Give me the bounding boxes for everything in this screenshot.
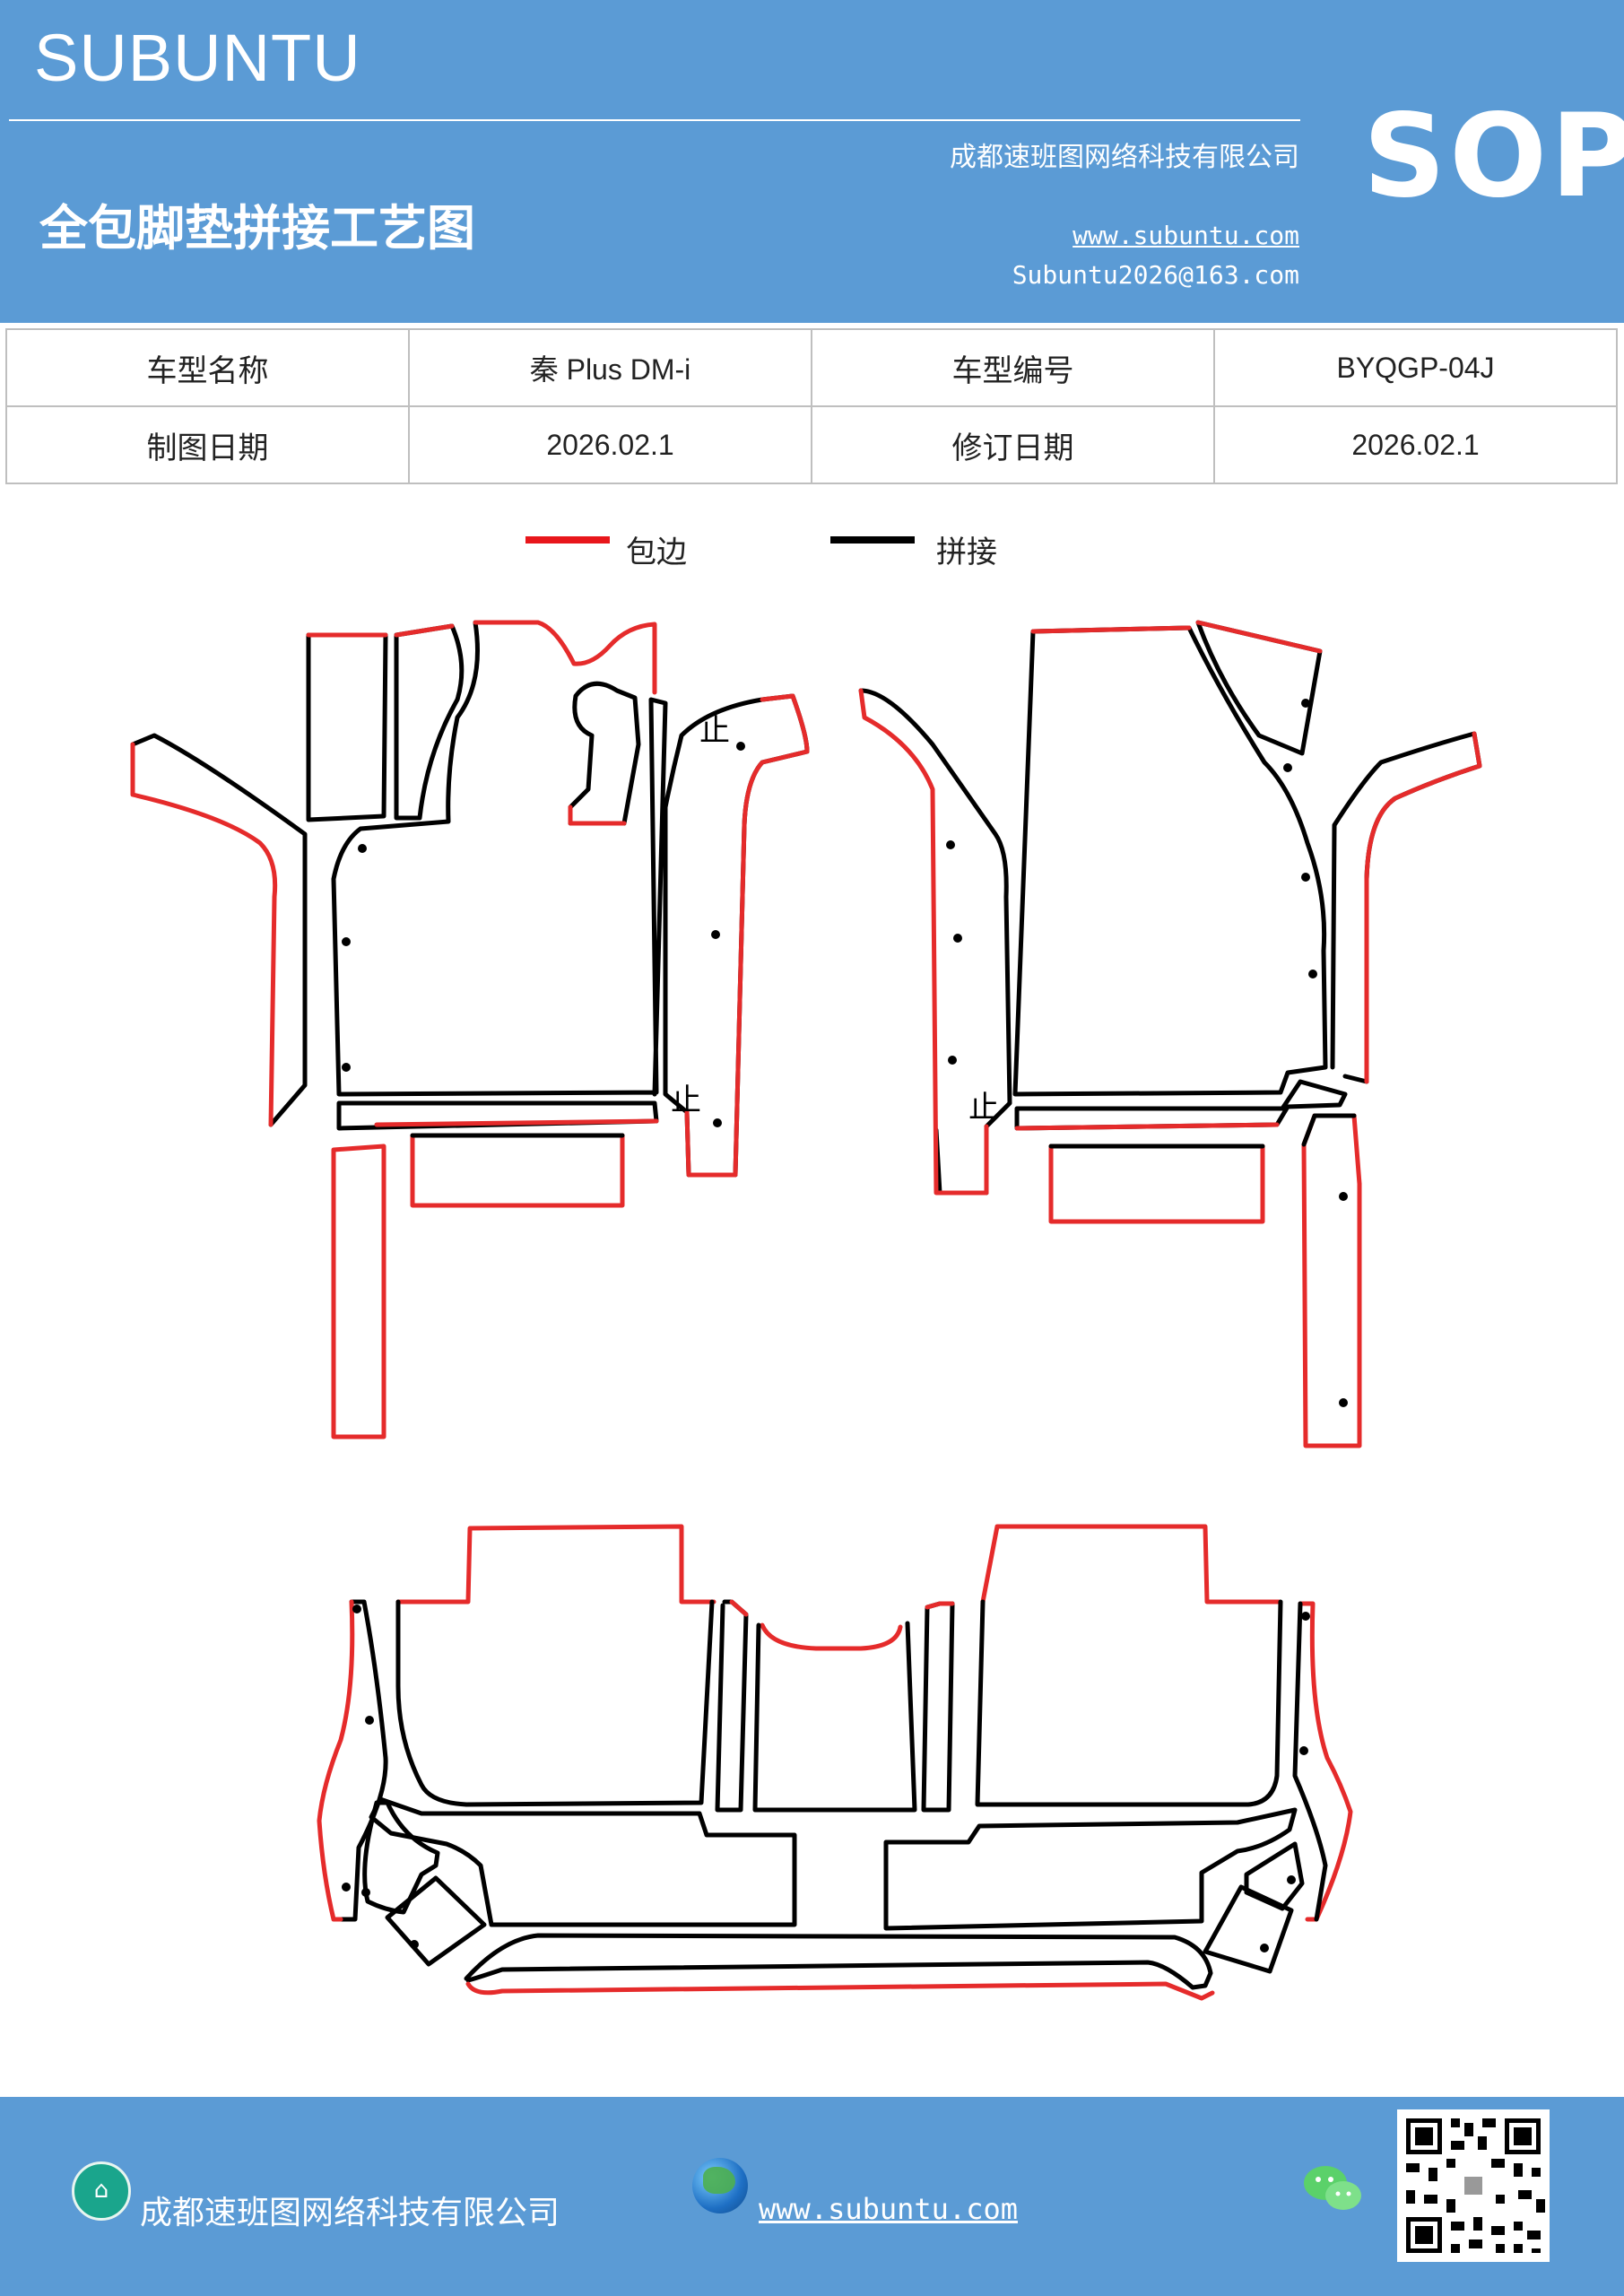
- rear-dot: [1260, 1944, 1269, 1952]
- header-banner: [0, 0, 1624, 323]
- rear-dot: [352, 1605, 361, 1613]
- table-row: 车型名称 秦 Plus DM-i 车型编号 BYQGP-04J: [5, 328, 1618, 407]
- passenger-dot: [1339, 1192, 1348, 1201]
- rear-mat-group: [317, 1524, 1353, 2001]
- header-company: 成都速班图网络科技有限公司: [950, 142, 1299, 173]
- passenger-dot: [953, 934, 962, 943]
- stop-mark: 止: [671, 1083, 701, 1118]
- revise-date-value: 2026.02.1: [1213, 405, 1618, 484]
- driver-main-mat: [331, 620, 668, 1097]
- driver-dot: [358, 844, 367, 853]
- globe-icon: [692, 2158, 748, 2213]
- rear-top-edge: [395, 1524, 716, 1605]
- passenger-main-mat: [1012, 625, 1328, 1097]
- rear-right-side-strip: [1298, 1601, 1353, 1922]
- legend-wrap-label: 包边: [626, 535, 687, 570]
- passenger-dot: [946, 840, 955, 849]
- passenger-lower-strip: [1014, 1079, 1348, 1131]
- rear-right-corner-piece: [1244, 1841, 1305, 1911]
- rear-left-side-strip: [336, 1599, 388, 1922]
- rear-left-wedge: [385, 1875, 487, 1967]
- driver-bottom-rect: [410, 1133, 625, 1208]
- passenger-door-strip: [858, 688, 1012, 1196]
- passenger-vertical-strip: [1301, 1113, 1362, 1448]
- driver-mat-group: 止 止: [130, 620, 810, 1439]
- passenger-dot: [1301, 873, 1310, 882]
- floor-mat-diagram: 止 止: [130, 620, 1482, 2001]
- driver-dot: [342, 1063, 351, 1072]
- driver-dot: [713, 1118, 722, 1127]
- passenger-dot: [1339, 1398, 1348, 1407]
- rear-dot: [342, 1883, 351, 1892]
- header-email[interactable]: Subuntu2026@163.com: [1012, 260, 1299, 290]
- rear-dot: [1301, 1612, 1310, 1621]
- rear-dot: [410, 1940, 419, 1949]
- passenger-dot: [1283, 763, 1292, 772]
- qr-code[interactable]: [1397, 2109, 1550, 2262]
- rear-left-corner-piece: [362, 1800, 440, 1915]
- info-table: 车型名称 秦 Plus DM-i 车型编号 BYQGP-04J 制图日期 202…: [5, 328, 1618, 484]
- footer-website-link[interactable]: www.subuntu.com: [759, 2192, 1018, 2226]
- rear-thin-strip: [921, 1601, 955, 1813]
- rear-lower-right-piece: [883, 1807, 1298, 1931]
- rear-right-wedge: [1203, 1884, 1294, 1974]
- passenger-bottom-rect: [1048, 1144, 1265, 1224]
- building-icon: ⌂: [72, 2161, 131, 2221]
- brand-name: SUBUNTU: [34, 21, 361, 95]
- passenger-dot: [1308, 970, 1317, 978]
- revise-date-label: 修订日期: [811, 405, 1215, 484]
- rear-dot: [1299, 1746, 1308, 1755]
- driver-panel-b: [394, 623, 465, 821]
- model-name-label: 车型名称: [5, 328, 410, 407]
- model-code-value: BYQGP-04J: [1213, 328, 1618, 407]
- legend-splice-label: 拼接: [936, 535, 997, 570]
- rear-bottom-strip: [464, 1933, 1213, 1990]
- passenger-dot: [948, 1056, 957, 1065]
- driver-panel-a: [306, 632, 388, 822]
- model-name-value: 秦 Plus DM-i: [408, 328, 812, 407]
- rear-dot: [361, 1888, 370, 1897]
- wechat-icon[interactable]: [1302, 2161, 1365, 2215]
- table-row: 制图日期 2026.02.1 修订日期 2026.02.1: [5, 405, 1618, 484]
- rear-right-seat-panel: [975, 1599, 1283, 1807]
- rear-lower-left-piece: [369, 1796, 797, 1927]
- rear-dot: [1287, 1875, 1296, 1884]
- stop-mark: 止: [699, 713, 730, 749]
- driver-dot: [711, 930, 720, 939]
- draw-date-label: 制图日期: [5, 405, 410, 484]
- passenger-right-strip: [1330, 731, 1482, 1084]
- model-code-label: 车型编号: [811, 328, 1215, 407]
- draw-date-value: 2026.02.1: [408, 405, 812, 484]
- driver-left-strip: [130, 733, 308, 1127]
- header-divider: [9, 119, 1300, 121]
- legend-splice-swatch: [830, 536, 915, 544]
- driver-left-strip-edge: [130, 742, 278, 1127]
- driver-dot: [736, 742, 745, 751]
- rear-thin-strip: [715, 1599, 749, 1813]
- rear-left-seat-panel: [395, 1599, 715, 1807]
- rear-dot: [365, 1716, 374, 1725]
- driver-dot: [342, 937, 351, 946]
- stop-mark: 止: [968, 1090, 999, 1126]
- header-website-link[interactable]: www.subuntu.com: [1073, 221, 1299, 250]
- driver-pedal-cutout: [568, 681, 641, 826]
- passenger-corner-wedge: [1195, 620, 1323, 756]
- legend-wrap-swatch: [525, 536, 610, 544]
- sop-badge: SOP: [1363, 90, 1624, 223]
- driver-vertical-strip: [331, 1144, 386, 1439]
- passenger-mat-group: 止: [858, 620, 1482, 1448]
- passenger-dot: [1301, 699, 1310, 708]
- footer-company: 成都速班图网络科技有限公司: [140, 2195, 560, 2231]
- rear-center-panel: [760, 1622, 903, 1651]
- page-title: 全包脚垫拼接工艺图: [39, 200, 475, 257]
